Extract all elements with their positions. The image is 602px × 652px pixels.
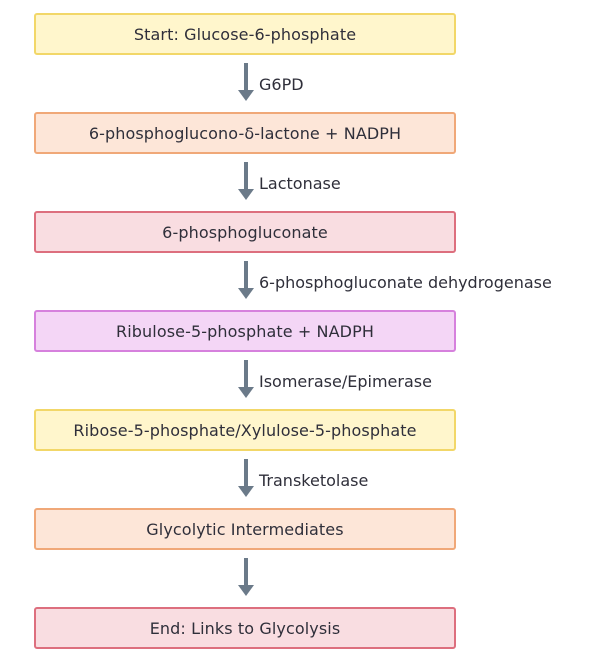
node-label: 6-phosphoglucono-δ-lactone + NADPH xyxy=(88,123,402,143)
node-label: Start: Glucose-6-phosphate xyxy=(133,24,357,44)
node-ribulose-5-phosphate: Ribulose-5-phosphate + NADPH xyxy=(34,310,456,352)
node-6-phosphogluconate: 6-phosphogluconate xyxy=(34,211,456,253)
node-label: Ribose-5-phosphate/Xylulose-5-phosphate xyxy=(73,420,417,440)
node-label: 6-phosphogluconate xyxy=(162,222,328,242)
arrow-transketolase xyxy=(236,459,256,499)
node-label: End: Links to Glycolysis xyxy=(149,618,341,638)
arrow-6pgd xyxy=(236,261,256,301)
node-glucose-6-phosphate: Start: Glucose-6-phosphate xyxy=(34,13,456,55)
edge-label-g6pd: G6PD xyxy=(259,75,304,94)
node-ribose-xylulose-5-phosphate: Ribose-5-phosphate/Xylulose-5-phosphate xyxy=(34,409,456,451)
edge-label-transketolase: Transketolase xyxy=(259,471,369,490)
edge-label-isomerase-epimerase: Isomerase/Epimerase xyxy=(259,372,432,391)
edge-label-6pgd: 6-phosphogluconate dehydrogenase xyxy=(259,273,552,292)
node-links-to-glycolysis: End: Links to Glycolysis xyxy=(34,607,456,649)
edge-label-lactonase: Lactonase xyxy=(259,174,341,193)
node-label: Glycolytic Intermediates xyxy=(146,519,344,539)
node-label: Ribulose-5-phosphate + NADPH xyxy=(116,321,374,341)
arrow-to-glycolysis xyxy=(236,558,256,598)
arrow-lactonase xyxy=(236,162,256,202)
node-glycolytic-intermediates: Glycolytic Intermediates xyxy=(34,508,456,550)
arrow-isomerase-epimerase xyxy=(236,360,256,400)
arrow-g6pd xyxy=(236,63,256,103)
node-6-phosphoglucono-lactone: 6-phosphoglucono-δ-lactone + NADPH xyxy=(34,112,456,154)
